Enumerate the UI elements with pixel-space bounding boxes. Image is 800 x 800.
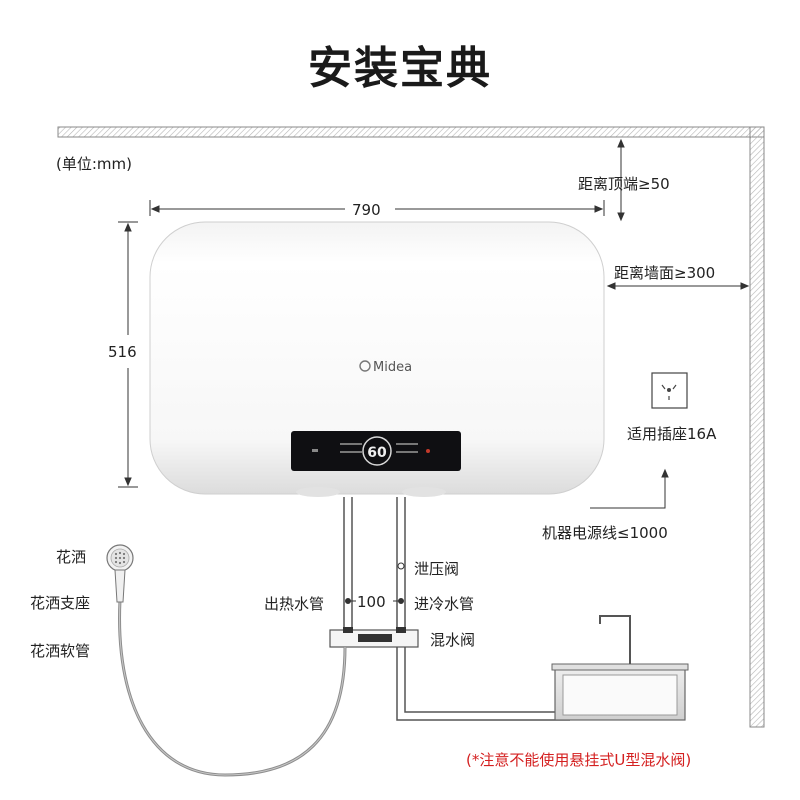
faucet-icon: [599, 615, 631, 664]
page-title: 安装宝典: [308, 43, 492, 94]
power-cord-line: [590, 468, 669, 509]
wall-clearance-label: 距离墙面≥300: [614, 264, 716, 282]
shower-head-icon: [106, 544, 134, 603]
width-label: 790: [352, 201, 381, 219]
control-panel: 60: [291, 431, 461, 471]
brand-name: Midea: [373, 360, 412, 375]
relief-valve-label: 泄压阀: [414, 560, 460, 578]
height-dimension-line: [118, 221, 138, 488]
height-label: 516: [108, 343, 137, 361]
spacing-label: 100: [357, 593, 386, 611]
top-clearance-label: 距离顶端≥50: [578, 175, 670, 193]
hot-outlet-label: 出热水管: [264, 595, 325, 613]
power-socket: [651, 372, 688, 409]
mixing-valve: [329, 627, 419, 648]
warning-note: (*注意不能使用悬挂式U型混水阀): [466, 751, 692, 769]
mixing-valve-label: 混水阀: [430, 631, 476, 649]
shower-bracket-label: 花洒支座: [30, 594, 91, 612]
width-dimension-line: [149, 200, 605, 216]
wall-clearance-arrow: [606, 282, 750, 290]
shower-hose-line: [118, 599, 347, 777]
power-cord-label: 机器电源线≤1000: [542, 524, 668, 542]
unit-label: (单位:mm): [56, 155, 132, 173]
water-heater: [149, 221, 605, 497]
shower-hose-label: 花洒软管: [30, 642, 91, 660]
shower-head-label: 花洒: [56, 548, 87, 566]
sink: [551, 663, 689, 721]
wall-structure: [57, 126, 765, 728]
relief-valve: [397, 562, 405, 570]
pipe-spacing-dimension: [345, 598, 404, 604]
socket-label: 适用插座16A: [627, 425, 717, 443]
water-pipes: [343, 497, 570, 721]
top-clearance-arrow: [617, 138, 625, 222]
cold-inlet-label: 进冷水管: [414, 595, 475, 613]
temperature-display: 60: [367, 445, 387, 461]
brand-logo: [359, 360, 371, 372]
